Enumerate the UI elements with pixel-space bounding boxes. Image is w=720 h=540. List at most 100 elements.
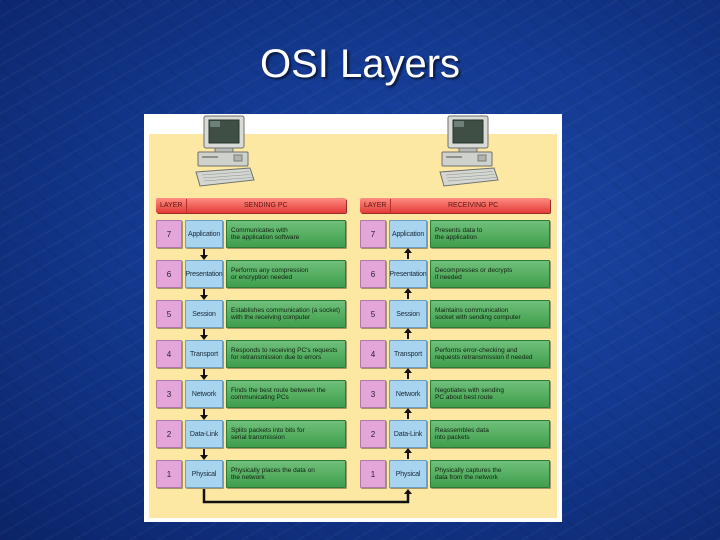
- up-arrow-head: [404, 328, 412, 333]
- down-arrow-head: [200, 335, 208, 340]
- receiving-header-pc-label: RECEIVING PC: [448, 202, 499, 209]
- layer-number: 3: [156, 380, 182, 408]
- layer-name: Data-Link: [185, 420, 223, 448]
- layer-number: 5: [156, 300, 182, 328]
- layer-description-line: Performs error-checking and: [435, 346, 518, 354]
- up-arrow-head: [404, 368, 412, 373]
- layer-description-line: socket with sending computer: [435, 314, 521, 321]
- layer-number: 5: [360, 300, 386, 328]
- layer-number: 4: [156, 340, 182, 368]
- layer-name: Presentation: [185, 260, 223, 288]
- layer-description-line: Maintains communication: [435, 306, 509, 314]
- layer-description-line: the application: [435, 234, 477, 241]
- layer-name: Session: [389, 300, 427, 328]
- layer-description-line: Physically captures the: [435, 466, 502, 474]
- header-divider: [186, 199, 187, 212]
- layer-description: Establishes communication (a socket)with…: [226, 300, 346, 328]
- layer-name: Network: [389, 380, 427, 408]
- layer-number: 2: [360, 420, 386, 448]
- down-arrow-head: [200, 415, 208, 420]
- layer-description-line: Physically places the data on: [231, 466, 315, 474]
- layer-description-line: Negotiates with sending: [435, 386, 505, 394]
- layer-name: Data-Link: [389, 420, 427, 448]
- up-arrow-head: [404, 408, 412, 413]
- layer-number: 1: [360, 460, 386, 488]
- layer-name: Network: [185, 380, 223, 408]
- sending-header-pc-label: SENDING PC: [244, 202, 288, 209]
- layer-description-line: Communicates with: [231, 226, 288, 234]
- layer-number: 6: [156, 260, 182, 288]
- down-arrow-head: [200, 295, 208, 300]
- layer-description-line: Presents data to: [435, 226, 483, 234]
- layer-description-line: the network: [231, 474, 265, 481]
- layer-name: Application: [185, 220, 223, 248]
- layer-number: 2: [156, 420, 182, 448]
- layer-name: Presentation: [389, 260, 427, 288]
- receiving-header-layer-label: LAYER: [364, 202, 387, 209]
- layer-description-line: Responds to receiving PC's requests: [231, 346, 338, 354]
- sending-computer-icon: [195, 115, 255, 187]
- layer-description-line: Finds the best route between the: [231, 386, 326, 394]
- layer-name: Transport: [185, 340, 223, 368]
- down-arrow-head: [200, 375, 208, 380]
- layer-number: 7: [360, 220, 386, 248]
- layer-number: 4: [360, 340, 386, 368]
- layer-description-line: into packets: [435, 434, 470, 441]
- sending-header: LAYER SENDING PC: [156, 198, 346, 213]
- layer-description-line: requests retransmission if needed: [435, 354, 533, 361]
- flow-arrows: [200, 248, 412, 504]
- layer-number: 6: [360, 260, 386, 288]
- layer-description-line: communicating PCs: [231, 394, 289, 401]
- down-arrow-head: [200, 255, 208, 260]
- layer-description-line: for retransmission due to errors: [231, 354, 322, 361]
- layer-description-line: or encryption needed: [231, 274, 293, 281]
- up-arrow-head: [404, 448, 412, 453]
- layer-name: Physical: [185, 460, 223, 488]
- receiving-computer-icon: [439, 115, 499, 187]
- layer-description-line: the application software: [231, 234, 300, 241]
- layer-name: Application: [389, 220, 427, 248]
- layer-description-line: Performs any compression: [231, 266, 309, 274]
- layer-description-line: PC about best route: [435, 394, 493, 401]
- layer-description-line: Splits packets into bits for: [231, 426, 305, 434]
- layer-description-line: Reassembles data: [435, 426, 489, 434]
- up-arrow-head: [404, 248, 412, 253]
- layer-description-line: Decompresses or decrypts: [435, 266, 513, 274]
- layer-number: 7: [156, 220, 182, 248]
- up-arrow-head: [404, 288, 412, 293]
- layer-number: 3: [360, 380, 386, 408]
- layer-name: Transport: [389, 340, 427, 368]
- network-connector-line: [202, 489, 410, 504]
- layer-description-line: if needed: [435, 274, 462, 281]
- sending-header-layer-label: LAYER: [160, 202, 183, 209]
- layer-number: 1: [156, 460, 182, 488]
- slide-title: OSI Layers: [259, 42, 461, 86]
